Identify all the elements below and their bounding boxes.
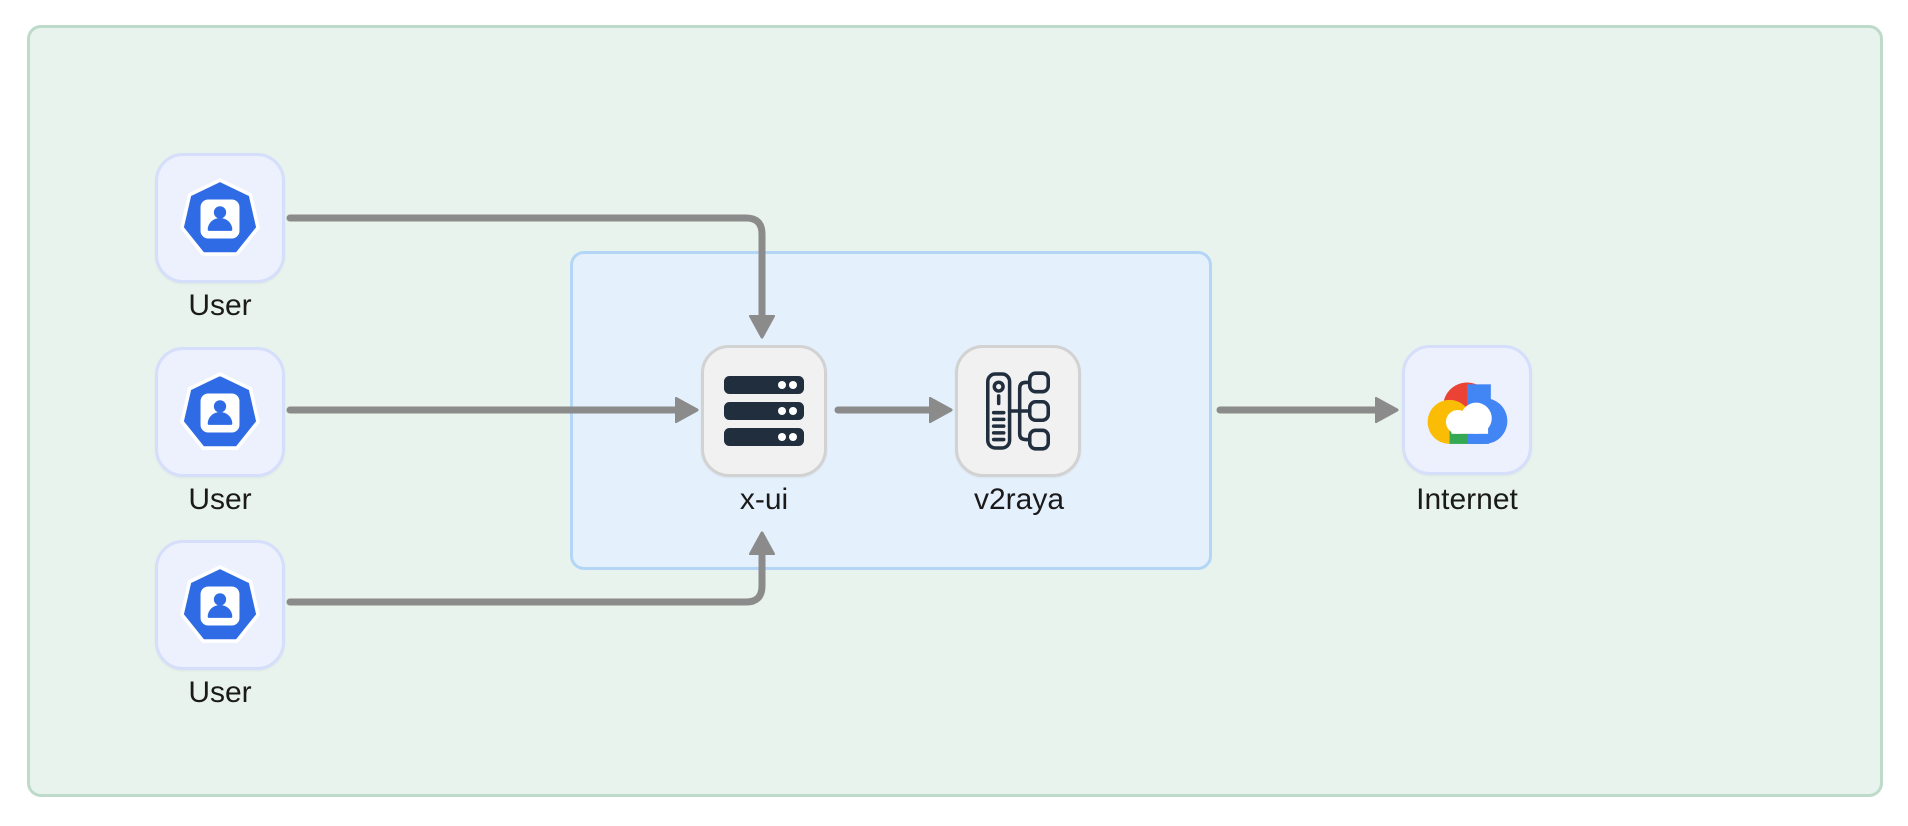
google-cloud-icon — [1427, 382, 1508, 444]
node-internet — [1402, 345, 1532, 475]
node-v2raya — [955, 345, 1081, 477]
node-xui — [701, 345, 827, 477]
user-badge-icon — [180, 565, 260, 643]
user-badge-icon — [180, 178, 260, 256]
node-user-1-label: User — [188, 289, 252, 322]
server-stack-icon — [724, 376, 804, 446]
node-internet-label: Internet — [1416, 483, 1518, 516]
server-group-container — [570, 251, 1212, 570]
node-xui-label: x-ui — [739, 483, 789, 516]
node-user-3 — [155, 540, 285, 670]
node-user-3-label: User — [188, 676, 252, 709]
node-user-1 — [155, 153, 285, 283]
user-badge-icon — [180, 372, 260, 450]
node-user-2 — [155, 347, 285, 477]
server-tree-icon — [985, 371, 1051, 451]
node-user-2-label: User — [188, 483, 252, 516]
node-v2raya-label: v2raya — [973, 483, 1065, 516]
